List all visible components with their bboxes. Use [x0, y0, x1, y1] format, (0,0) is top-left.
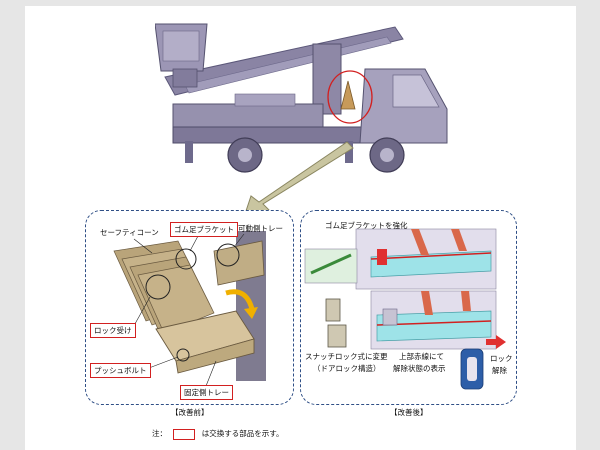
label-push-bolt: プッシュボルト — [90, 363, 151, 378]
before-panel: セーフティコーン ゴム足ブラケット 可動側トレー ロック受け プッシュボルト 固… — [85, 210, 294, 405]
caption-after: 【改善後】 — [390, 408, 428, 417]
red-box-sample — [173, 428, 196, 440]
after-panel: ゴム足ブラケットを強化 スナッチロック式に変更 （ドアロック構造） 上部赤線にて… — [300, 210, 517, 405]
label-safety-cone: セーフティコーン — [100, 228, 159, 237]
label-movable-tray: 可動側トレー — [238, 224, 283, 233]
label-rubber-bracket: ゴム足ブラケット — [170, 222, 238, 237]
label-snatch-lock-1: スナッチロック式に変更 — [305, 352, 388, 361]
label-upper-red-1: 上部赤線にて — [399, 352, 444, 361]
note-suffix: は交換する部品を示す。 — [201, 429, 284, 438]
label-lock-release-1: ロック — [490, 354, 513, 363]
legend-note: 注： は交換する部品を示す。 — [152, 428, 284, 440]
truck-illustration — [155, 9, 452, 179]
note-prefix: 注： — [152, 429, 167, 438]
label-lock-receiver: ロック受け — [90, 323, 136, 338]
label-upper-red-2: 解除状態の表示 — [393, 364, 446, 373]
label-lock-release-2: 解除 — [492, 366, 507, 375]
caption-before: 【改善前】 — [171, 408, 209, 417]
label-fixed-tray: 固定側トレー — [180, 385, 233, 400]
label-strengthen-bracket: ゴム足ブラケットを強化 — [325, 221, 408, 230]
label-snatch-lock-2: （ドアロック構造） — [313, 364, 381, 373]
